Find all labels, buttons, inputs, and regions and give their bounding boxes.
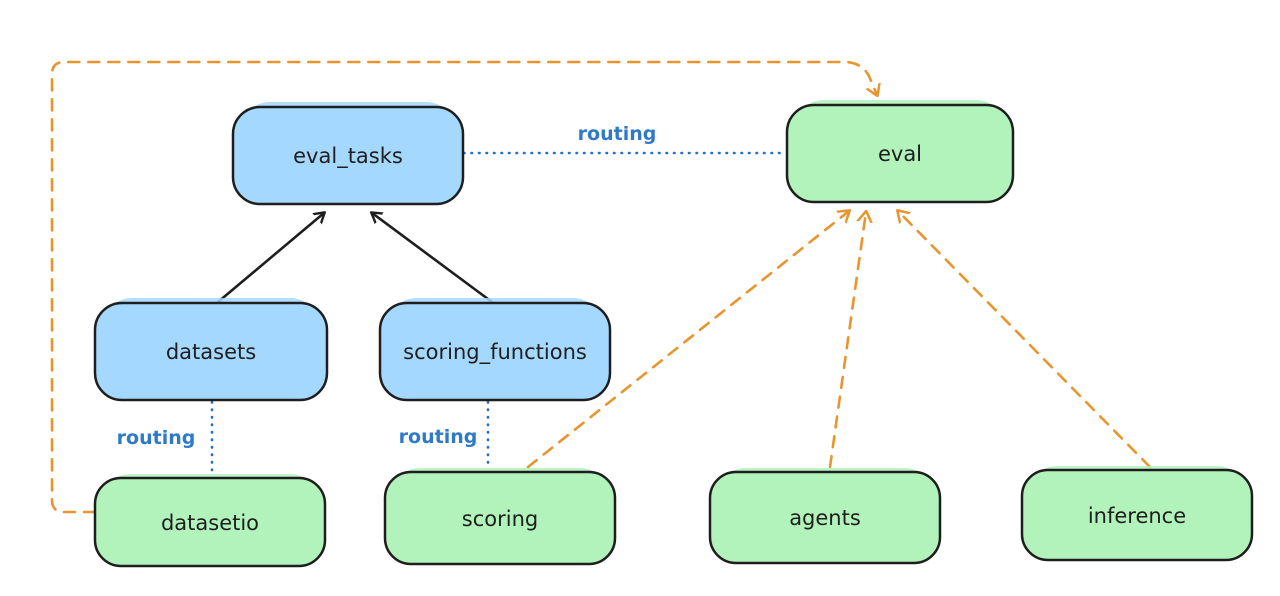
edge-scoring-to-eval [526,211,849,469]
routing-label-left: routing [117,427,196,449]
node-inference: inference [1020,466,1254,562]
node-datasets-label: datasets [166,340,256,364]
node-agents-label: agents [789,506,861,530]
node-datasetio: datasetio [93,474,327,568]
node-scoring: scoring [383,468,617,566]
node-eval-tasks: eval_tasks [231,102,465,206]
node-scoring-label: scoring [462,507,538,531]
edge-datasetio-to-eval-loop [50,60,877,514]
node-inference-label: inference [1088,504,1186,528]
edge-agents-to-eval [828,212,866,469]
node-eval: eval [785,100,1015,204]
node-datasets: datasets [93,298,329,402]
node-scoring-functions-label: scoring_functions [403,340,587,365]
edge-datasets-to-eval-tasks [216,213,324,304]
node-datasetio-label: datasetio [161,511,259,535]
node-agents: agents [708,468,942,565]
edge-scoring-functions-to-eval-tasks [372,213,494,304]
node-eval-tasks-label: eval_tasks [293,144,403,169]
routing-label-top: routing [578,123,657,145]
node-eval-label: eval [878,142,922,166]
node-scoring-functions: scoring_functions [378,298,612,402]
routing-label-middle: routing [399,426,478,448]
edge-inference-to-eval [898,211,1152,469]
